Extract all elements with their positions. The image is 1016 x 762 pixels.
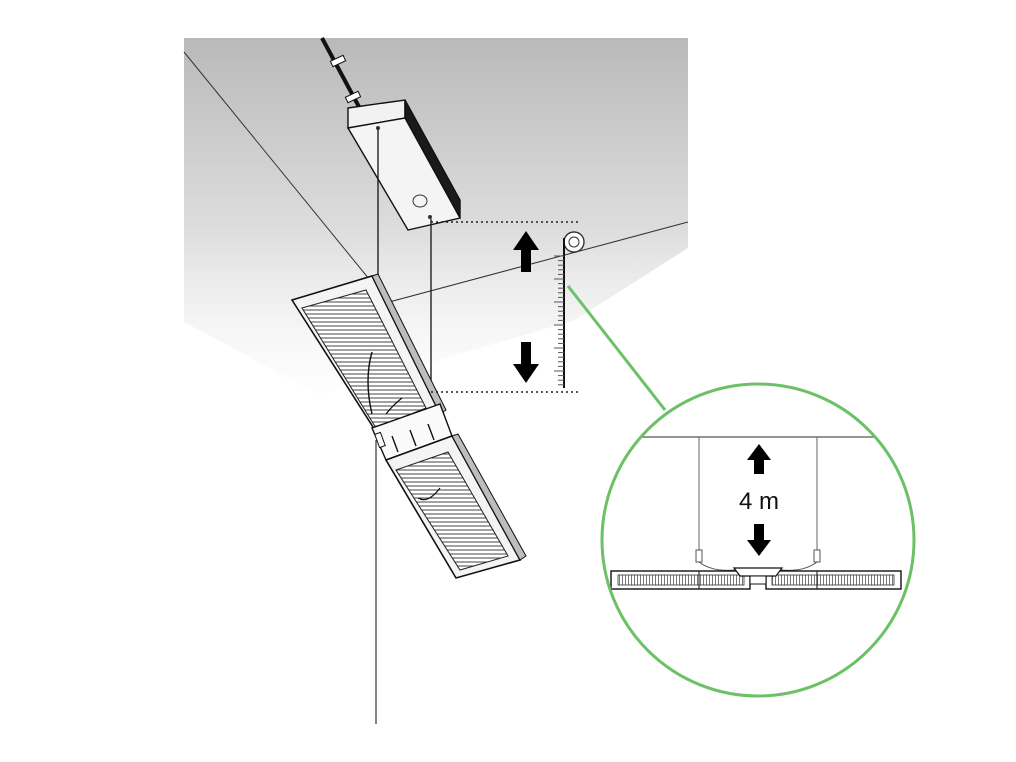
power-cable xyxy=(320,37,367,119)
arrow-up-icon xyxy=(513,231,539,272)
arrow-down-icon xyxy=(513,342,539,383)
heater-panel-upper xyxy=(290,273,447,439)
detail-arrow-down-icon xyxy=(747,524,771,556)
detail-heater-right xyxy=(765,570,902,590)
detail-callout: 4 m xyxy=(600,382,916,698)
callout-leader-line xyxy=(566,285,667,411)
detail-heater-left xyxy=(610,570,751,590)
detail-arrow-up-icon xyxy=(747,444,771,474)
distance-label: 4 m xyxy=(739,488,779,515)
detail-connector xyxy=(732,567,784,585)
ceiling-edge-line xyxy=(183,51,379,291)
ceiling-wall-line xyxy=(377,221,689,306)
measuring-tape-icon xyxy=(554,231,585,388)
heater-panel-lower xyxy=(384,433,527,579)
driver-box xyxy=(346,99,462,231)
